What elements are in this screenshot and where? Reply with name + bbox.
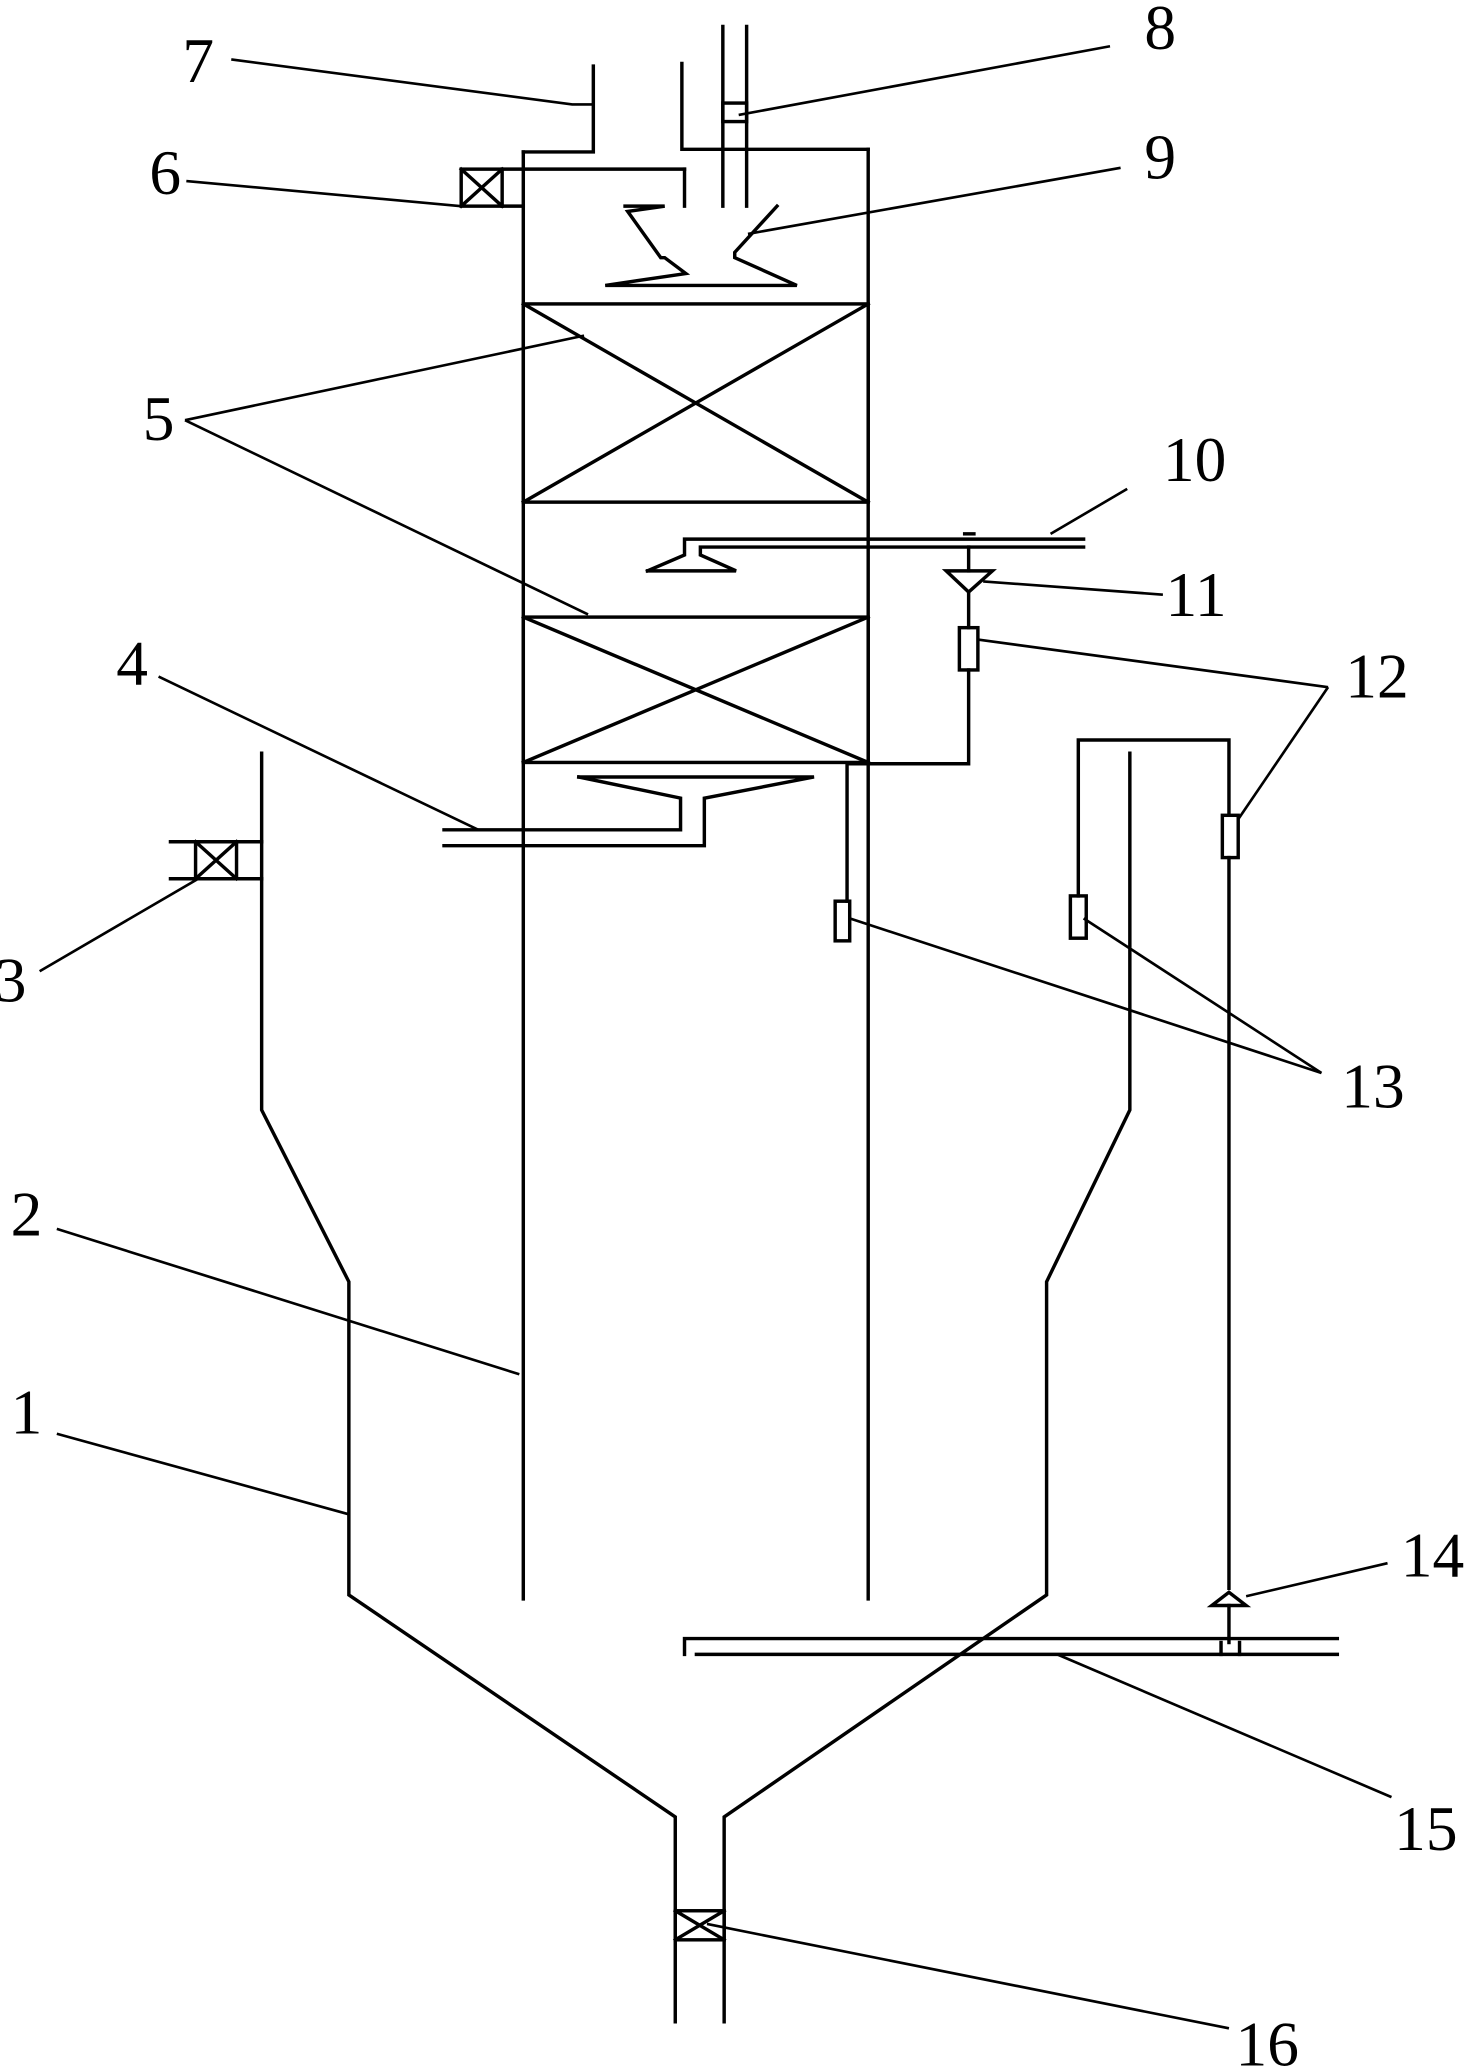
right-instruments xyxy=(1068,738,1240,1591)
packing-bed-upper xyxy=(520,301,871,505)
label-13: 13 xyxy=(1341,1050,1404,1121)
label-6: 6 xyxy=(149,137,181,208)
middle-distributor xyxy=(645,532,1086,574)
label-9: 9 xyxy=(1144,121,1176,192)
label-15: 15 xyxy=(1394,1793,1457,1864)
label-11: 11 xyxy=(1166,559,1227,630)
label-5: 5 xyxy=(143,383,175,454)
leader-lines xyxy=(38,44,1393,2030)
top-pipes xyxy=(458,24,749,209)
label-1: 1 xyxy=(11,1377,43,1448)
outer-vessel xyxy=(259,751,1132,2024)
label-16: 16 xyxy=(1236,2008,1299,2068)
label-8: 8 xyxy=(1144,0,1176,63)
valve-3 xyxy=(168,839,264,882)
lower-distributor xyxy=(442,774,815,848)
top-distributor xyxy=(604,203,798,288)
label-12: 12 xyxy=(1345,641,1408,712)
bottom-pipe xyxy=(682,1636,1340,1657)
label-10: 10 xyxy=(1163,424,1226,495)
label-14: 14 xyxy=(1401,1519,1464,1590)
check-valve-14 xyxy=(1206,1590,1252,1657)
label-2: 2 xyxy=(11,1179,43,1250)
label-4: 4 xyxy=(116,627,148,698)
packing-bed-lower xyxy=(521,614,871,765)
label-7: 7 xyxy=(182,25,214,96)
valve-16 xyxy=(672,1908,727,1943)
check-valve-11 xyxy=(833,545,997,943)
label-3: 3 xyxy=(0,945,26,1016)
